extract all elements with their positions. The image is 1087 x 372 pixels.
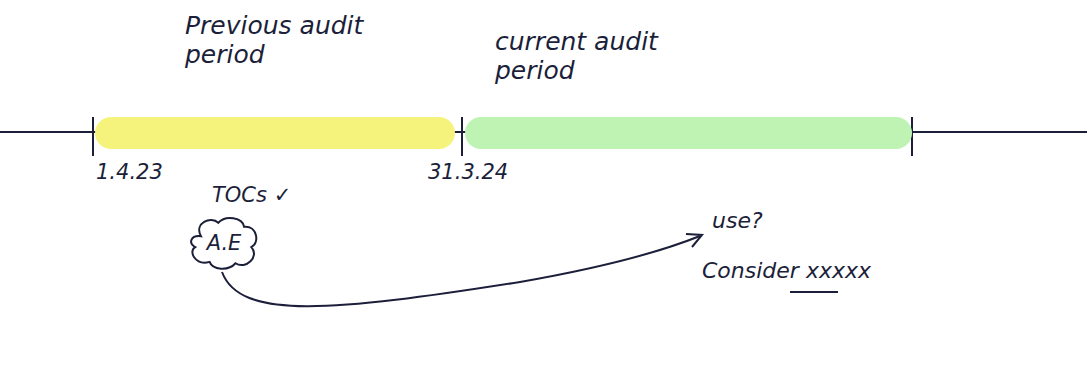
cloud-shape: A.E — [188, 216, 260, 270]
node-text: A.E — [207, 231, 242, 255]
arrow-head — [686, 234, 702, 247]
question-text: use? — [712, 208, 763, 233]
date-label: 31.3.24 — [428, 160, 508, 184]
tick-mark — [461, 117, 463, 156]
highlight-band — [465, 117, 912, 149]
period-band: Previous audit period — [95, 12, 455, 149]
date-label: 1.4.23 — [96, 160, 163, 184]
node-text: Previous audit period — [185, 12, 365, 70]
curved-arrow — [222, 236, 700, 306]
period-band: current audit period — [465, 28, 912, 149]
tick-mark — [92, 117, 94, 156]
note-text: TOCs ✓ — [212, 183, 291, 207]
underline — [790, 291, 838, 293]
note-text: Consider xxxxx — [702, 258, 871, 283]
node-text: current audit period — [495, 28, 675, 86]
highlight-band — [95, 117, 455, 149]
